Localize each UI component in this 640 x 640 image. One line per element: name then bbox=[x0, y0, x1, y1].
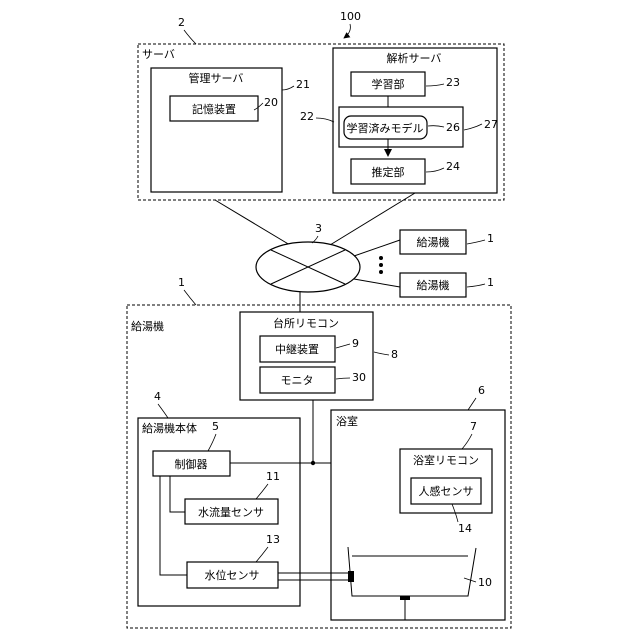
network-link-heater-a bbox=[354, 240, 400, 256]
trained-model-label: 学習済みモデル bbox=[347, 121, 424, 135]
analysis-server-label: 解析サーバ bbox=[387, 51, 442, 65]
remote-heater-leader-1 bbox=[467, 240, 485, 244]
controller-label: 制御器 bbox=[175, 457, 208, 471]
motion-sensor-number: 14 bbox=[458, 522, 472, 535]
bus-junction bbox=[311, 461, 315, 465]
motion-sensor-label: 人感センサ bbox=[419, 485, 474, 498]
bathroom-number: 6 bbox=[478, 384, 485, 397]
server-leader bbox=[184, 30, 196, 44]
monitor-number: 30 bbox=[352, 371, 366, 384]
water-heater-number: 1 bbox=[178, 276, 185, 289]
monitor-label: モニタ bbox=[281, 374, 314, 387]
flow-sensor-label: 水流量センサ bbox=[198, 505, 264, 519]
bathtub-number: 10 bbox=[478, 576, 492, 589]
estimation-unit-number: 24 bbox=[446, 160, 460, 173]
heater-body-number: 4 bbox=[154, 390, 161, 403]
trained-model-frame-number: 27 bbox=[484, 118, 498, 131]
trained-model-number: 26 bbox=[446, 121, 460, 134]
relay-device-number: 9 bbox=[352, 337, 359, 350]
analysis-server-leader bbox=[316, 118, 334, 122]
remote-heater-leader-2 bbox=[467, 284, 485, 287]
bathroom-leader bbox=[468, 398, 476, 410]
remote-heater-label-1: 給湯機 bbox=[417, 235, 450, 249]
flow-sensor-number: 11 bbox=[266, 470, 280, 483]
ellipsis-dot-2 bbox=[379, 263, 383, 267]
server-label: サーバ bbox=[142, 48, 175, 61]
management-server-number: 21 bbox=[296, 78, 310, 91]
system-number-arrow bbox=[344, 24, 350, 38]
storage-device-number: 20 bbox=[264, 96, 278, 109]
controller-number: 5 bbox=[212, 420, 219, 433]
bath-remote-label: 浴室リモコン bbox=[413, 453, 479, 467]
water-heater-leader bbox=[184, 290, 196, 305]
estimation-unit-label: 推定部 bbox=[372, 165, 405, 179]
analysis-server-number: 22 bbox=[300, 110, 314, 123]
bathroom-label: 浴室 bbox=[336, 414, 358, 428]
bath-remote-number: 7 bbox=[470, 420, 477, 433]
kitchen-remote-label: 台所リモコン bbox=[273, 316, 339, 330]
server-number: 2 bbox=[178, 16, 185, 29]
management-server-leader bbox=[282, 86, 294, 90]
network-link-heater-b bbox=[354, 279, 400, 287]
network-number: 3 bbox=[315, 222, 322, 235]
ellipsis-dot-1 bbox=[379, 256, 383, 260]
water-heater-label: 給湯機 bbox=[131, 319, 164, 333]
ellipsis-dot-3 bbox=[379, 270, 383, 274]
bathtub-drain-cap bbox=[400, 596, 410, 600]
network-link-management bbox=[215, 200, 290, 245]
heater-body-leader bbox=[158, 404, 168, 418]
remote-heater-number-2: 1 bbox=[487, 276, 494, 289]
remote-heater-number-1: 1 bbox=[487, 232, 494, 245]
kitchen-remote-number: 8 bbox=[391, 348, 398, 361]
storage-device-label: 記憶装置 bbox=[192, 102, 236, 116]
relay-device-label: 中継装置 bbox=[275, 342, 319, 356]
learning-unit-label: 学習部 bbox=[372, 77, 405, 91]
kitchen-remote-leader bbox=[374, 352, 389, 355]
management-server-label: 管理サーバ bbox=[189, 71, 244, 85]
bathtub-port bbox=[348, 571, 354, 582]
learning-unit-number: 23 bbox=[446, 76, 460, 89]
level-sensor-number: 13 bbox=[266, 533, 280, 546]
system-number: 100 bbox=[340, 10, 361, 23]
heater-body-label: 給湯機本体 bbox=[142, 421, 197, 435]
management-server-box bbox=[151, 68, 282, 192]
level-sensor-label: 水位センサ bbox=[205, 568, 260, 582]
remote-heater-label-2: 給湯機 bbox=[417, 278, 450, 292]
